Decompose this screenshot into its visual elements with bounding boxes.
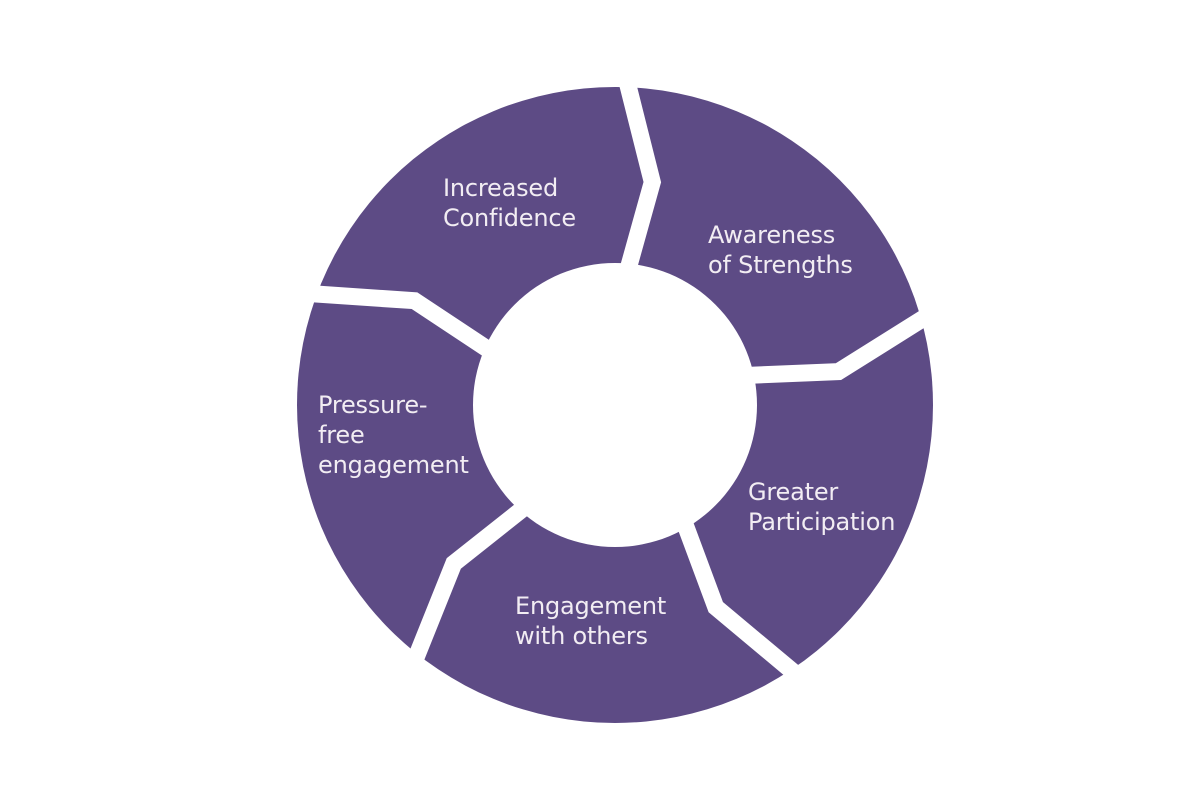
segment-gap-chevron-bottom-left [406,498,533,666]
segment-label-awareness-of-strengths: Awareness of Strengths [708,221,853,279]
cycle-center-hole [473,263,757,547]
segment-label-increased-confidence: Increased Confidence [443,174,576,232]
segment-gap-chevron-right [744,307,933,384]
segment-label-engagement-with-others: Engagement with others [515,592,667,650]
segment-gap-chevron-bottom-right [675,516,803,682]
segment-gap-chevron-top-left [308,285,498,360]
segment-label-greater-participation: Greater Participation [748,478,896,536]
segment-label-pressure-free-engagement: Pressure- free engagement [318,391,469,479]
segment-gap-chevron-top [618,77,662,275]
